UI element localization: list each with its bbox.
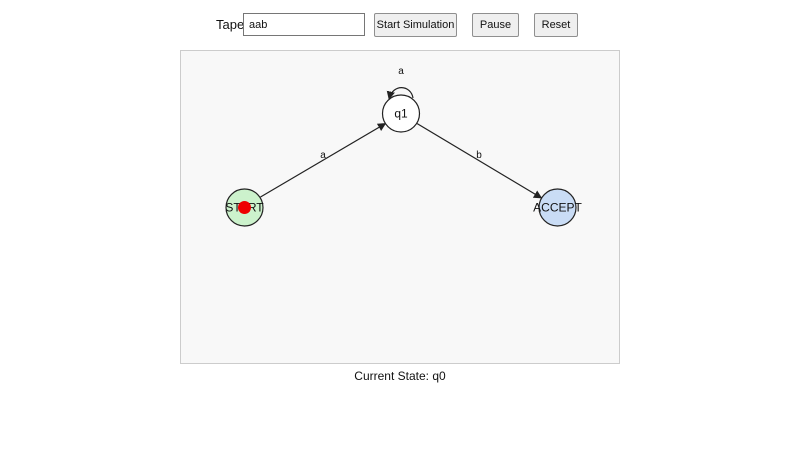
- automaton-canvas: a b a START q1 ACCEPT: [180, 50, 620, 364]
- controls-bar: Tape: Start Simulation Pause Reset: [0, 13, 800, 37]
- state-accept: ACCEPT: [533, 188, 583, 227]
- transition-q1-to-accept: [416, 122, 543, 199]
- state-q1: q1: [381, 94, 421, 133]
- transition-q1-to-accept-label: b: [476, 150, 482, 161]
- state-accept-label: ACCEPT: [533, 201, 582, 215]
- transition-q1-self-loop: [386, 87, 414, 100]
- pause-button[interactable]: Pause: [472, 13, 519, 37]
- state-q1-label: q1: [394, 107, 408, 121]
- current-state-status: Current State: q0: [354, 369, 446, 383]
- automaton-diagram: a b a START q1 ACCEPT: [225, 66, 583, 227]
- transition-start-to-q1: [260, 122, 387, 198]
- transition-q1-loop-label: a: [398, 66, 404, 77]
- transition-start-to-q1-label: a: [320, 150, 326, 161]
- current-state-token: [238, 201, 251, 214]
- start-simulation-button[interactable]: Start Simulation: [374, 13, 457, 37]
- tape-label: Tape:: [216, 17, 248, 32]
- reset-button[interactable]: Reset: [534, 13, 578, 37]
- tape-input[interactable]: [243, 13, 365, 36]
